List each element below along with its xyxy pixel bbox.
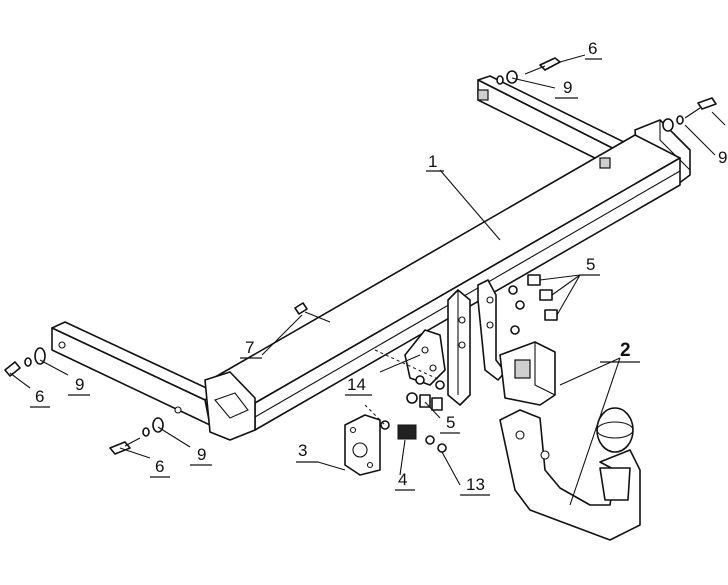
callouts: 1 2 3 4 5 6 9 9 6 9 6 9 7 13 14 5: [30, 39, 727, 496]
callout-bracket-small: 14: [347, 375, 366, 394]
callout-bracket-bolts: 5: [586, 255, 595, 274]
ball-neck: [499, 407, 641, 541]
center-bracket: [447, 279, 506, 406]
callout-socket-plate: 3: [298, 441, 307, 460]
crossbar: [51, 75, 691, 441]
callout-bracket-small-bolts: 5: [446, 413, 455, 432]
coupling-receiver: [499, 341, 556, 406]
small-bracket: [404, 329, 446, 386]
callout-bolt-top: 6: [588, 39, 597, 58]
callout-washer-bottom: 9: [197, 445, 206, 464]
callout-bolt-mid: 7: [245, 338, 254, 357]
callout-washer-top: 9: [563, 78, 572, 97]
callout-nut: 13: [466, 475, 485, 494]
callout-bolt-bottom: 6: [155, 457, 164, 476]
fasteners: [4, 57, 717, 455]
callout-ball-and-socket: 2: [620, 340, 631, 361]
leader-lines: [9, 54, 726, 506]
callout-washer-left: 9: [75, 375, 84, 394]
callout-bolt-left: 6: [35, 387, 44, 406]
callout-washer-right: 9: [718, 148, 727, 167]
socket-plate: [344, 414, 381, 476]
callout-crossbar: 1: [428, 152, 437, 171]
callout-spring-washer: 4: [398, 470, 407, 489]
